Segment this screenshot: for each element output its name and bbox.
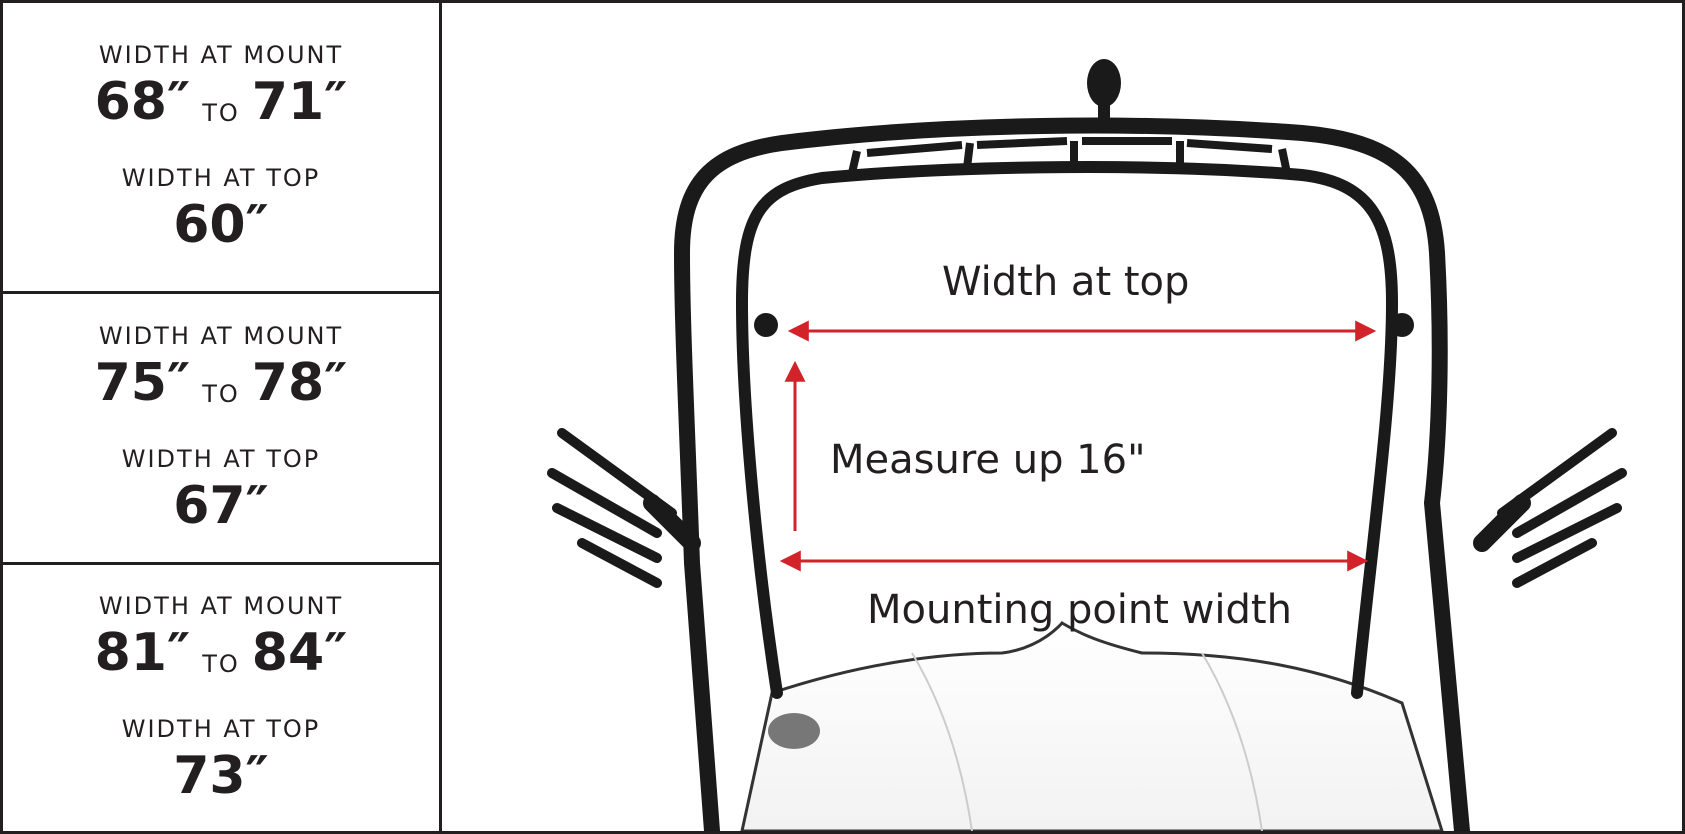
mount-width-min: 68″ (94, 71, 191, 132)
mount-width-range: 75″ TO 78″ (95, 353, 348, 424)
top-rail-slots (848, 137, 1291, 174)
top-width-value: 67″ (173, 475, 269, 536)
tower-outer-frame (673, 117, 1470, 831)
mounting-width-label: Mounting point width (867, 587, 1292, 633)
tower-diagram: Width at top Measure up 16" Mounting poi… (442, 3, 1682, 831)
mount-width-range: 68″ TO 71″ (95, 72, 348, 143)
mount-width-label: WIDTH AT MOUNT (98, 321, 344, 350)
mount-width-label: WIDTH AT MOUNT (98, 591, 344, 620)
mount-width-range: 81″ TO 84″ (95, 623, 348, 694)
size-block-medium: WIDTH AT MOUNT 75″ TO 78″ WIDTH AT TOP 67″ (3, 294, 439, 565)
size-block-small: WIDTH AT MOUNT 68″ TO 71″ WIDTH AT TOP 60″ (3, 3, 439, 294)
mount-width-max: 71″ (251, 71, 348, 132)
width-at-top-label: Width at top (942, 259, 1190, 305)
tower-inner-frame (735, 161, 1399, 699)
clamp-left (754, 313, 778, 337)
boat-bow (740, 621, 1444, 831)
top-width-value: 60″ (173, 194, 269, 255)
board-rack-right (1473, 428, 1627, 588)
range-to: TO (202, 649, 240, 678)
mount-width-max: 84″ (251, 622, 348, 683)
size-block-large: WIDTH AT MOUNT 81″ TO 84″ WIDTH AT TOP 73″ (3, 565, 439, 831)
top-width-label: WIDTH AT TOP (121, 163, 321, 192)
top-width-label: WIDTH AT TOP (121, 444, 321, 473)
mount-width-max: 78″ (251, 352, 348, 413)
range-to: TO (202, 379, 240, 408)
top-width-value: 73″ (173, 745, 269, 806)
tower-light (1087, 59, 1121, 125)
tower-illustration (547, 59, 1627, 831)
size-table: WIDTH AT MOUNT 68″ TO 71″ WIDTH AT TOP 60″… (3, 3, 442, 831)
mount-width-min: 75″ (94, 352, 191, 413)
top-width-label: WIDTH AT TOP (121, 714, 321, 743)
mount-width-min: 81″ (94, 622, 191, 683)
measure-up-label: Measure up 16" (830, 437, 1146, 483)
clamp-right (1390, 313, 1414, 337)
range-to: TO (202, 98, 240, 127)
board-rack-left (547, 428, 701, 588)
bow-light (768, 713, 820, 749)
mount-width-label: WIDTH AT MOUNT (98, 40, 344, 69)
